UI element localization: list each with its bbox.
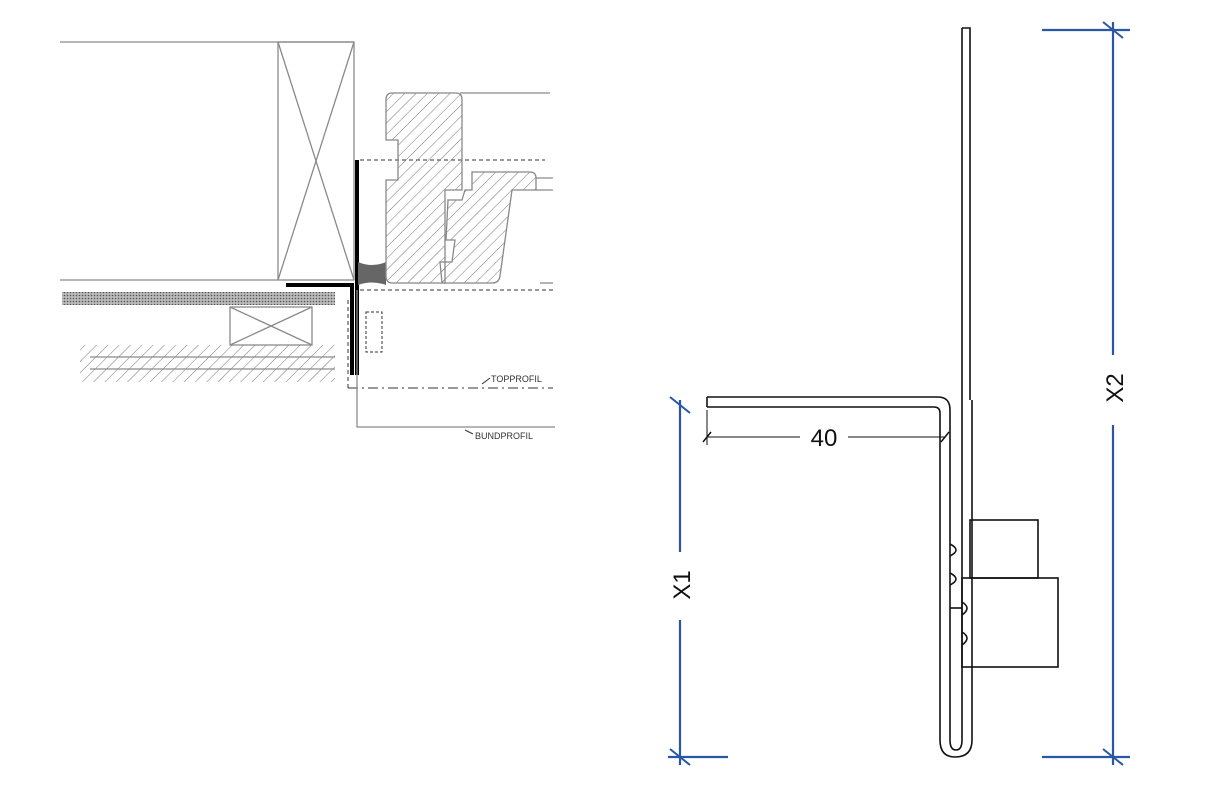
bottom-profile-label: BUNDPROFIL <box>475 431 533 441</box>
sealant <box>358 262 386 285</box>
membrane-layer <box>62 292 335 305</box>
dimension-40-label: 40 <box>811 425 838 452</box>
window-frame-profile <box>385 92 553 284</box>
left-section-detail: TOPPROFIL BUNDPROFIL <box>60 41 555 441</box>
dimension-x1: X1 <box>668 396 728 766</box>
clip-bracket-lower <box>961 577 1059 668</box>
right-profile-detail: 40 X1 X2 <box>668 21 1130 766</box>
bottom-profile-line <box>356 290 555 428</box>
dimension-x2: X2 <box>1042 21 1130 766</box>
dimension-x2-label: X2 <box>1102 373 1129 402</box>
dimension-width: 40 <box>702 410 950 452</box>
deck-boards <box>80 345 335 382</box>
clip-bracket-upper <box>969 519 1039 579</box>
flashing-profile <box>286 283 354 375</box>
timber-beam-crossed <box>277 41 355 281</box>
top-profile-label: TOPPROFIL <box>491 374 542 384</box>
upper-strip <box>962 27 971 400</box>
dimension-x1-label: X1 <box>669 570 696 599</box>
bent-profile-outer <box>707 396 951 740</box>
batten-crossed <box>229 306 313 346</box>
